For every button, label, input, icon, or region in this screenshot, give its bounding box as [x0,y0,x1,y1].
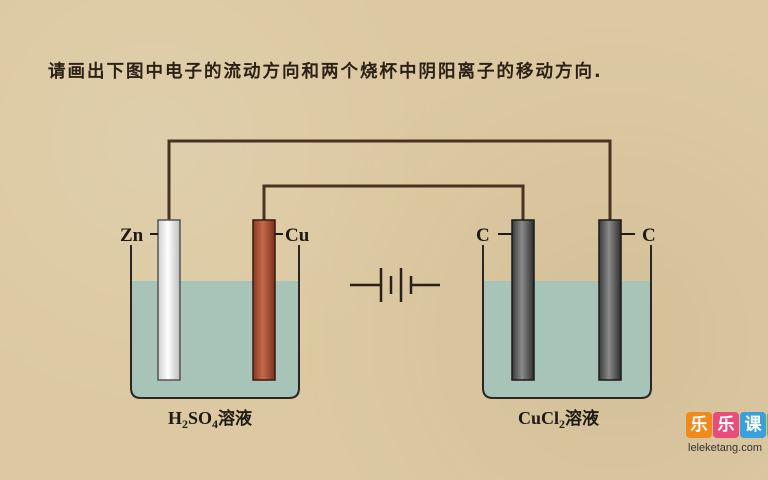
zn-electrode [157,219,181,381]
label-c-right: C [642,225,656,246]
watermark-url: leleketang.com [688,442,762,454]
watermark-char-1: 乐 [686,412,712,438]
label-cu: Cu [285,225,310,246]
wire-inner [262,184,525,222]
label-c-left: C [476,225,490,246]
battery-symbol [350,268,440,302]
watermark-char-3: 课 [740,412,766,438]
label-cucl2-solution: CuCl2溶液 [518,408,599,431]
carbon-electrode-right [598,219,622,381]
carbon-electrode-left [511,219,535,381]
cu-electrode [252,219,276,381]
watermark-logo: 乐 乐 课 堂 leleketang.com [686,412,768,456]
question-text: 请画出下图中电子的流动方向和两个烧杯中阴阳离子的移动方向. [48,62,603,82]
watermark-char-2: 乐 [713,412,739,438]
label-h2so4-solution: H2SO4溶液 [168,408,252,431]
label-zn: Zn [120,225,144,246]
right-beaker [482,245,652,399]
wire-outer [167,139,612,222]
